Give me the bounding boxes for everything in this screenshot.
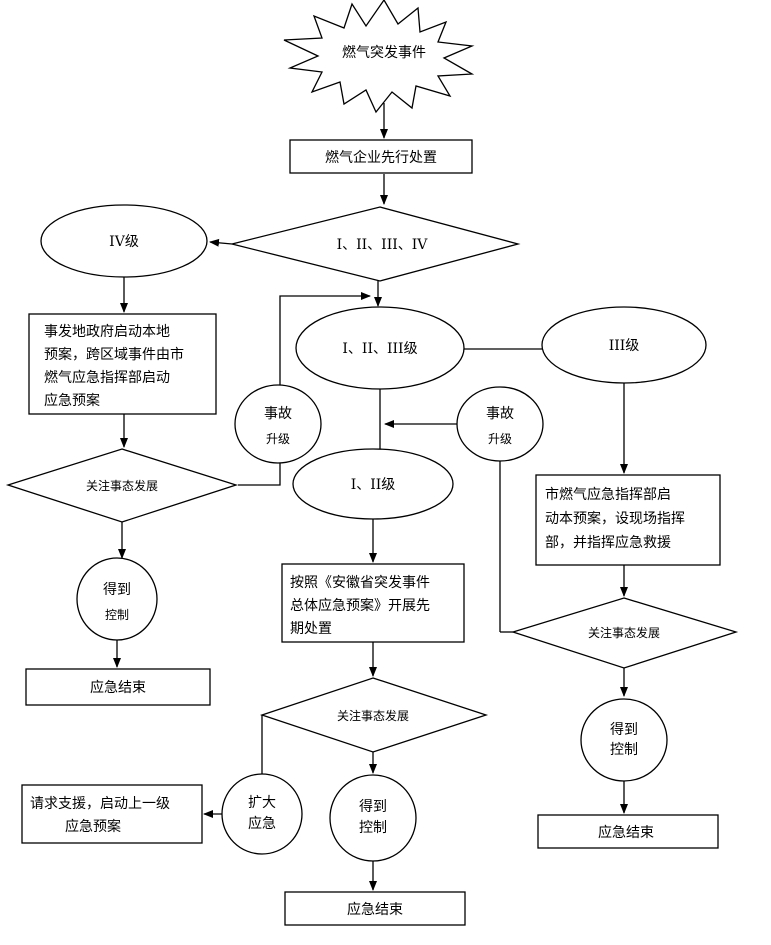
controlled-left-line-2: 控制	[105, 608, 129, 622]
province-plan-line-2: 总体应急预案》开展先	[290, 597, 430, 614]
watch-right-node: 关注事态发展	[510, 597, 739, 669]
local-plan-line-1: 事发地政府启动本地	[44, 324, 170, 340]
level-i-ii-iii-node: I、II、III级	[295, 306, 465, 390]
watch-center-node: 关注事态发展	[259, 677, 489, 753]
first-response-box: 燃气企业先行处置	[289, 139, 473, 174]
end-center-box: 应急结束	[284, 891, 466, 926]
arrow-decision-to-level-iv	[209, 238, 233, 247]
end-left-box: 应急结束	[25, 668, 211, 706]
end-left-rect	[25, 668, 211, 706]
controlled-left-node: 得到 控制	[76, 557, 158, 641]
controlled-center-line-2: 控制	[359, 820, 387, 836]
request-support-line-1: 请求支援，启动上一级	[30, 796, 170, 812]
request-support-rect	[21, 784, 203, 844]
upgrade-left-circle	[234, 384, 322, 464]
expand-node: 扩大 应急	[221, 773, 303, 855]
city-plan-box: 市燃气应急指挥部启 动本预案，设现场指挥 部，并指挥应急救援	[535, 474, 721, 566]
decision-diamond	[231, 206, 521, 282]
request-support-box: 请求支援，启动上一级 应急预案	[21, 784, 203, 844]
expand-line-2: 应急	[248, 815, 276, 832]
starburst-shape	[283, 0, 475, 114]
start-event: 燃气突发事件	[283, 0, 475, 114]
city-plan-line-3: 部，并指挥应急救援	[545, 534, 671, 551]
upgrade-right-line-1: 事故	[486, 406, 514, 422]
upgrade-right-line-2: 升级	[488, 432, 512, 446]
end-left-label: 应急结束	[90, 679, 146, 696]
controlled-center-ellipse	[329, 774, 417, 862]
level-i-ii-node: I、II级	[292, 448, 454, 520]
level-iii-label: III级	[609, 338, 640, 354]
end-right-rect	[537, 814, 719, 849]
level-iv-label: IV级	[109, 234, 139, 250]
end-right-label: 应急结束	[598, 824, 654, 841]
local-plan-box: 事发地政府启动本地 预案，跨区域事件由市 燃气应急指挥部启动 应急预案	[28, 313, 217, 415]
watch-center-label: 关注事态发展	[337, 708, 409, 723]
request-support-line-2: 应急预案	[65, 818, 121, 835]
local-plan-line-2: 预案，跨区域事件由市	[44, 346, 184, 363]
province-plan-line-3: 期处置	[290, 621, 332, 637]
controlled-right-ellipse	[580, 698, 668, 782]
watch-center-diamond	[259, 677, 489, 753]
start-label: 燃气突发事件	[342, 44, 426, 61]
local-plan-line-3: 燃气应急指挥部启动	[44, 369, 170, 386]
province-plan-rect	[281, 563, 465, 643]
level-i-ii-iii-label: I、II、III级	[342, 341, 417, 357]
controlled-center-line-1: 得到	[359, 798, 387, 815]
decision-label: I、II、III、IV	[337, 237, 429, 253]
watch-right-label: 关注事态发展	[588, 625, 660, 640]
expand-line-1: 扩大	[248, 795, 276, 811]
level-iii-node: III级	[541, 306, 707, 384]
first-response-rect	[289, 139, 473, 174]
level-iv-node: IV级	[40, 204, 208, 278]
level-i-ii-iii-ellipse	[295, 306, 465, 390]
end-center-label: 应急结束	[347, 901, 403, 918]
controlled-left-line-1: 得到	[103, 581, 131, 598]
upgrade-right-node: 事故 升级	[456, 386, 544, 462]
level-i-ii-ellipse	[292, 448, 454, 520]
city-plan-line-2: 动本预案，设现场指挥	[545, 510, 685, 527]
level-i-ii-label: I、II级	[351, 477, 396, 493]
controlled-right-node: 得到 控制	[580, 698, 668, 782]
upgrade-left-line-2: 升级	[266, 432, 290, 446]
local-plan-rect	[28, 313, 217, 415]
first-response-label: 燃气企业先行处置	[325, 149, 437, 166]
upgrade-left-line-1: 事故	[264, 406, 292, 422]
controlled-center-node: 得到 控制	[329, 774, 417, 862]
watch-right-diamond	[510, 597, 739, 669]
controlled-right-line-1: 得到	[610, 721, 638, 738]
watch-left-node: 关注事态发展	[5, 448, 239, 523]
end-right-box: 应急结束	[537, 814, 719, 849]
level-iv-ellipse	[40, 204, 208, 278]
upgrade-left-node: 事故 升级	[234, 384, 322, 464]
upgrade-right-circle	[456, 386, 544, 462]
level-iii-ellipse	[541, 306, 707, 384]
expand-circle	[221, 773, 303, 855]
end-center-rect	[284, 891, 466, 926]
decision-levels: I、II、III、IV	[231, 206, 521, 282]
city-plan-rect	[535, 474, 721, 566]
city-plan-line-1: 市燃气应急指挥部启	[545, 486, 671, 503]
watch-left-label: 关注事态发展	[86, 478, 158, 493]
controlled-right-line-2: 控制	[610, 742, 638, 758]
province-plan-line-1: 按照《安徽省突发事件	[290, 575, 430, 591]
controlled-left-ellipse	[76, 557, 158, 641]
watch-left-diamond	[5, 448, 239, 523]
local-plan-line-4: 应急预案	[44, 392, 100, 409]
province-plan-box: 按照《安徽省突发事件 总体应急预案》开展先 期处置	[281, 563, 465, 643]
